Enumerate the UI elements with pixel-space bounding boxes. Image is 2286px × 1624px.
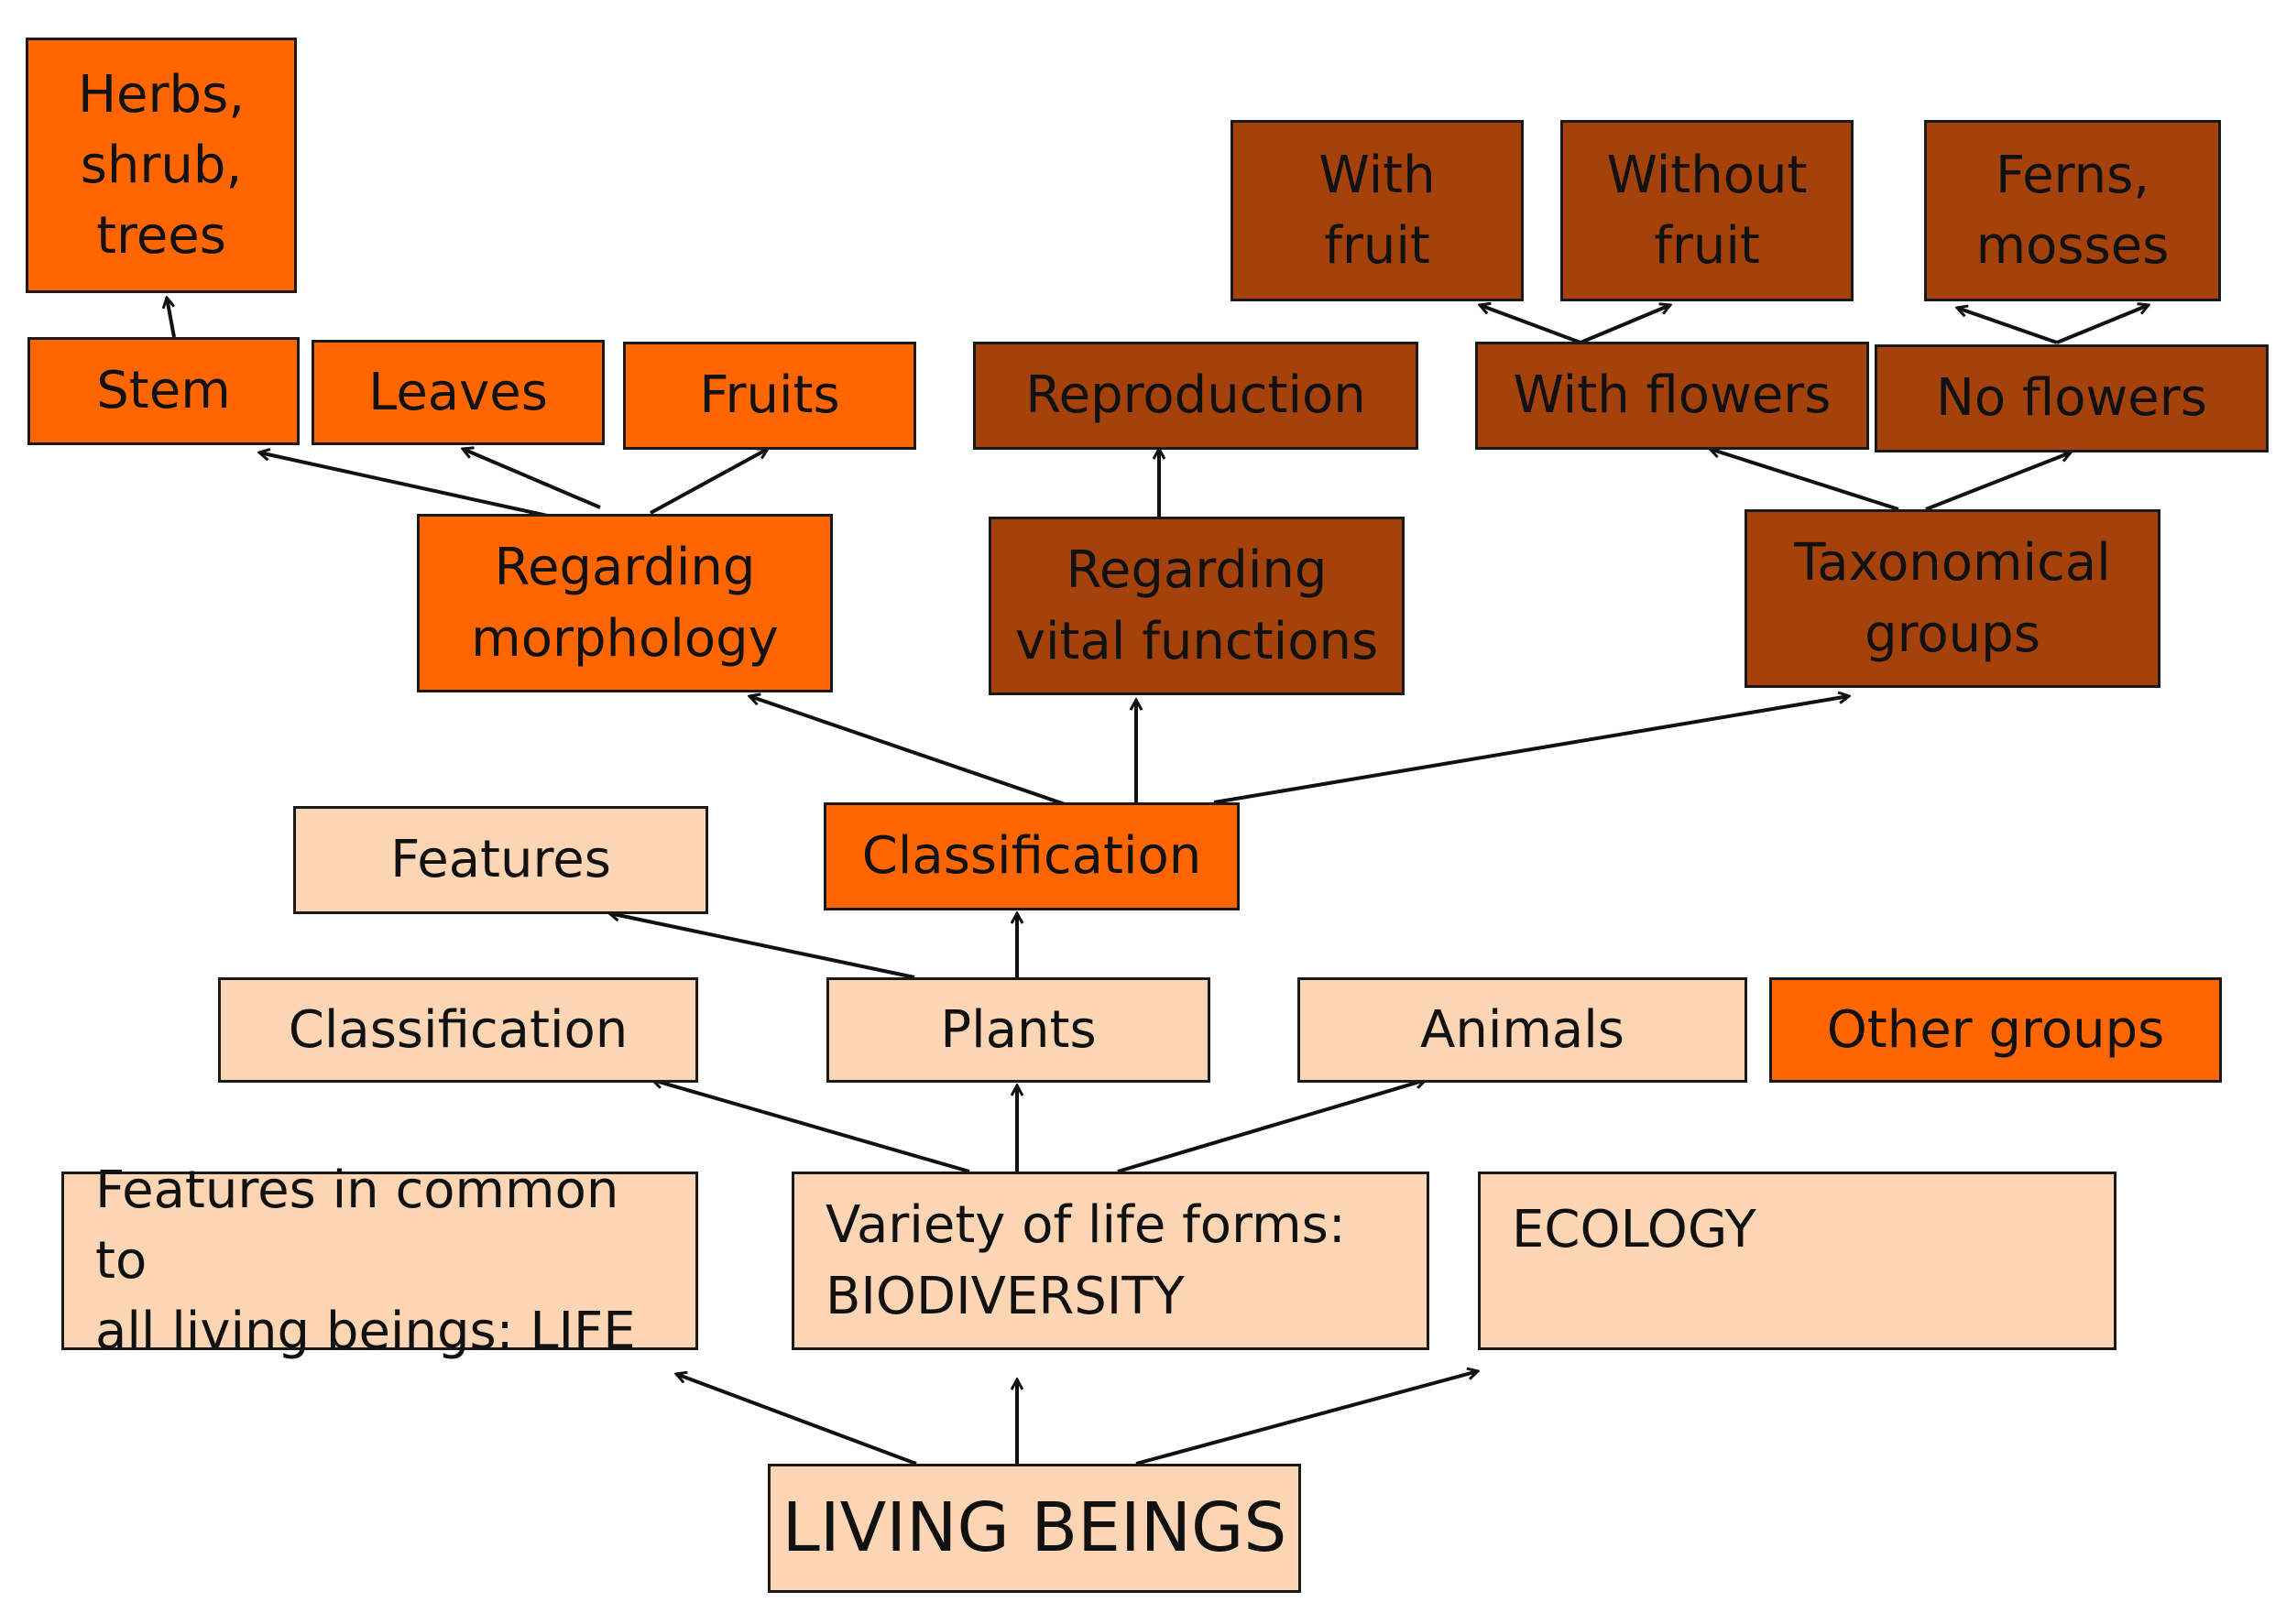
node-regarding-morphology: Regarding morphology [417,514,833,692]
arrow-morphology-to-leaves [463,449,601,509]
arrow-taxonomical-to-no-flowers [1925,452,2071,511]
node-herbs-shrub-trees: Herbs, shrub, trees [26,38,297,293]
arrow-living-to-ecology [1135,1371,1478,1466]
node-classification-general: Classification [218,977,698,1083]
node-living-beings: LIVING BEINGS [768,1464,1301,1593]
node-ferns-mosses: Ferns, mosses [1924,120,2221,301]
node-animals: Animals [1297,977,1747,1083]
arrow-classification-to-morphology [749,696,1068,807]
node-stem: Stem [27,337,300,445]
arrow-classification-to-taxonomical [1213,696,1849,804]
arrow-taxonomical-to-with-flowers [1710,449,1899,511]
node-regarding-vital-functions: Regarding vital functions [989,517,1405,695]
arrow-no-flowers-to-ferns [2056,305,2149,344]
node-plants: Plants [826,977,1210,1083]
node-reproduction: Reproduction [973,342,1418,450]
arrow-no-flowers-to-left [1957,308,2058,344]
arrow-with-flowers-to-with-fruit [1480,305,1581,344]
node-with-fruit: With fruit [1231,120,1524,301]
node-leaves: Leaves [312,340,605,445]
node-with-flowers: With flowers [1475,342,1869,450]
node-taxonomical-groups: Taxonomical groups [1745,509,2160,688]
node-ecology: ECOLOGY [1478,1172,2116,1350]
node-features: Features [293,806,708,914]
node-fruits: Fruits [623,342,916,450]
arrow-living-to-life [676,1374,917,1466]
node-without-fruit: Without fruit [1560,120,1854,301]
node-no-flowers: No flowers [1875,344,2269,452]
arrow-plants-to-features [609,913,915,979]
node-classification-plants: Classification [824,802,1240,910]
arrow-biodiversity-to-classification [652,1080,970,1173]
node-other-groups: Other groups [1769,977,2222,1083]
arrow-stem-to-herbs [167,298,176,338]
arrow-morphology-to-stem [259,452,552,518]
node-biodiversity: Variety of life forms: BIODIVERSITY [792,1172,1429,1350]
arrow-with-flowers-to-without-fruit [1580,305,1670,344]
arrow-morphology-to-fruits [650,447,768,515]
node-life: Features in common to all living beings:… [61,1161,698,1361]
arrow-biodiversity-to-animals [1117,1080,1426,1173]
